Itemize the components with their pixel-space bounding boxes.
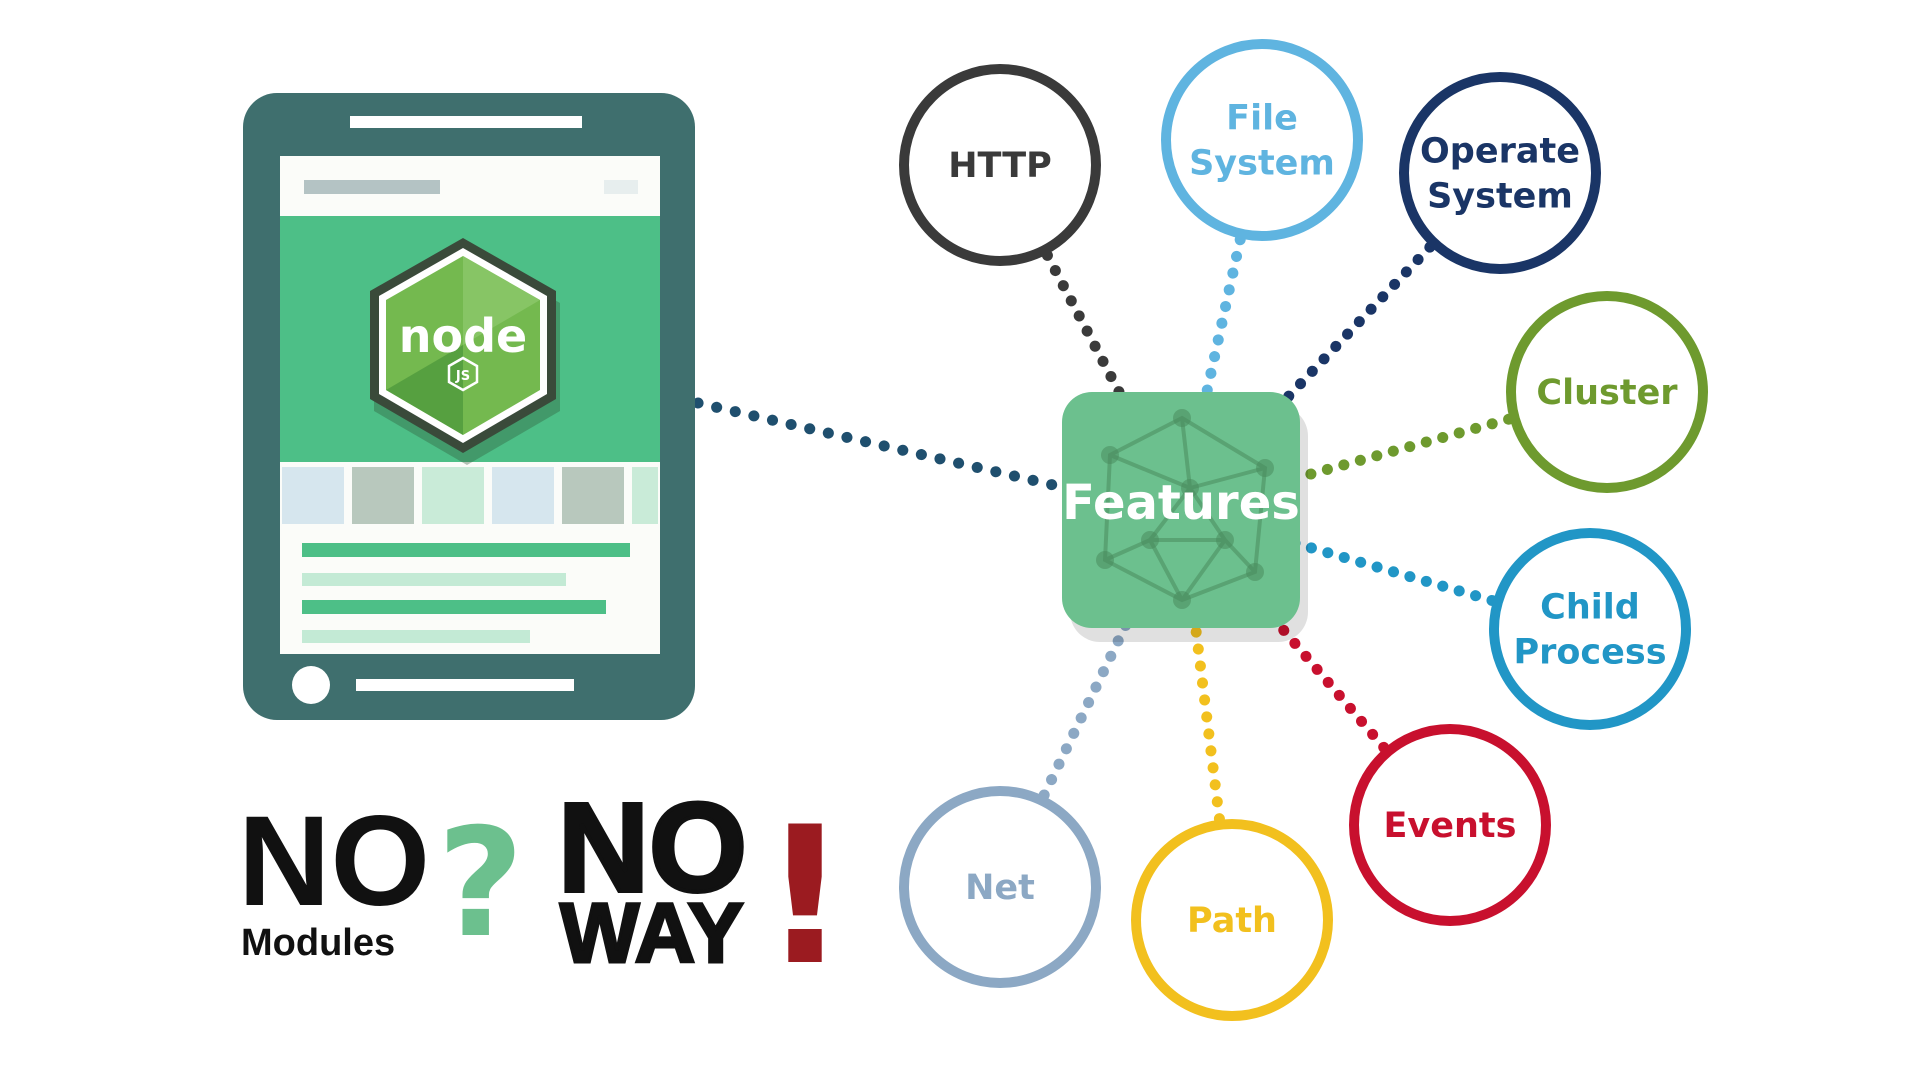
tablet-bottom-bar: [356, 679, 574, 691]
thumbnail: [352, 467, 414, 524]
path-connector: [1189, 613, 1225, 825]
net-node: Net: [899, 786, 1101, 988]
file-system-circle: [1161, 39, 1363, 241]
thumbnail: [422, 467, 484, 524]
file-system-connector: [1199, 234, 1246, 409]
tablet-home-button: [292, 666, 330, 704]
child-process-circle: [1489, 528, 1691, 730]
cluster-node: Cluster: [1506, 291, 1708, 493]
slogan-way: WAY: [560, 886, 744, 980]
file-system-label: File: [1226, 99, 1298, 139]
child-process-label: Process: [1513, 633, 1666, 673]
slogan-modules: Modules: [241, 922, 395, 964]
path-node: Path: [1131, 819, 1333, 1021]
content-bar: [302, 573, 566, 586]
child-process-connector: [1281, 535, 1498, 607]
tablet-illustration: node JS: [243, 93, 695, 720]
operate-system-label: Operate: [1420, 132, 1580, 172]
thumbnail: [562, 467, 624, 524]
operate-system-circle: [1399, 72, 1601, 274]
features-label: Features: [1062, 475, 1300, 531]
nodejs-logo: node JS: [370, 238, 560, 465]
slogan-exclamation-mark: !: [762, 786, 849, 1007]
path-circle: [1131, 819, 1333, 1021]
http-connector: [1041, 249, 1136, 419]
slogan-no-2: NO: [558, 777, 747, 918]
thumbnail: [282, 467, 344, 524]
tablet-to-features-connector: [692, 397, 1068, 493]
path-label: Path: [1187, 901, 1277, 941]
nodejs-logo-word: node: [399, 309, 527, 363]
screen-header-button: [604, 180, 638, 194]
events-label: Events: [1384, 806, 1517, 846]
slogan-question-mark: ?: [437, 797, 524, 971]
events-circle: [1349, 724, 1551, 926]
thumbnail: [632, 467, 658, 524]
http-node: HTTP: [899, 64, 1101, 266]
net-connector: [1038, 603, 1139, 801]
cluster-connector: [1281, 413, 1515, 487]
no-modules-slogan: NO Modules ? NO WAY !: [238, 775, 849, 1007]
http-circle: [899, 64, 1101, 266]
thumbnail: [492, 467, 554, 524]
child-process-label: Child: [1540, 588, 1640, 628]
file-system-label: System: [1189, 144, 1335, 184]
http-label: HTTP: [948, 146, 1052, 186]
content-bar: [302, 600, 606, 614]
events-node: Events: [1349, 724, 1551, 926]
features-hub: Features: [1062, 392, 1308, 642]
net-label: Net: [965, 868, 1035, 908]
tablet-speaker: [350, 116, 582, 128]
cluster-circle: [1506, 291, 1708, 493]
cluster-label: Cluster: [1536, 373, 1678, 413]
content-bar: [302, 543, 630, 557]
content-bar: [302, 630, 530, 643]
network-mesh-nodes: [1096, 409, 1274, 609]
operate-system-label: System: [1427, 177, 1573, 217]
nodejs-logo-sub: JS: [455, 369, 470, 384]
net-circle: [899, 786, 1101, 988]
slogan-no-1: NO: [238, 790, 430, 933]
screen-header-bar: [304, 180, 440, 194]
